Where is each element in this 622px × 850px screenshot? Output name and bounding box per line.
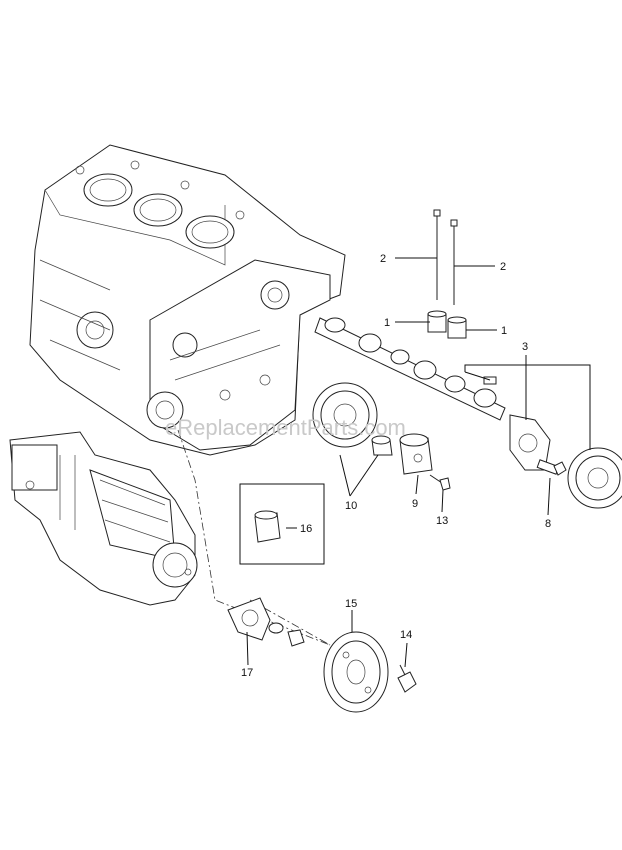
callout-14: 14	[400, 629, 412, 641]
push-rods	[433, 209, 458, 305]
camshaft-gear-assembly	[509, 414, 622, 509]
alignment-lines	[177, 429, 331, 646]
callout-9: 9	[412, 498, 418, 510]
pump-hub-17	[227, 597, 305, 647]
callout-10: 10	[345, 500, 357, 512]
callout-3: 3	[522, 341, 528, 353]
callout-16: 16	[300, 523, 312, 535]
bushing-16-box	[239, 483, 325, 565]
callouts: 2 2 1 1 3 10 9 13 8 16 15 14 17	[241, 253, 551, 679]
leader-lines	[246, 257, 591, 668]
callout-8: 8	[545, 518, 551, 530]
callout-17: 17	[241, 667, 253, 679]
callout-15: 15	[345, 598, 357, 610]
pump-gear-15	[323, 631, 389, 713]
idler-shaft-9	[399, 433, 433, 475]
callout-1-left: 1	[384, 317, 390, 329]
camshaft	[314, 317, 506, 421]
bolt-8	[536, 459, 567, 476]
callout-2-right: 2	[500, 261, 506, 273]
bolt-13	[429, 474, 451, 491]
engine-block	[29, 144, 346, 456]
nut-14	[397, 664, 417, 693]
callout-1-right: 1	[501, 325, 507, 337]
injection-pump	[9, 431, 198, 606]
callout-13: 13	[436, 515, 448, 527]
watermark-text: eReplacementParts.com	[165, 415, 406, 440]
idler-gear-10	[312, 382, 393, 456]
tappets	[427, 310, 467, 339]
callout-2-left: 2	[380, 253, 386, 265]
